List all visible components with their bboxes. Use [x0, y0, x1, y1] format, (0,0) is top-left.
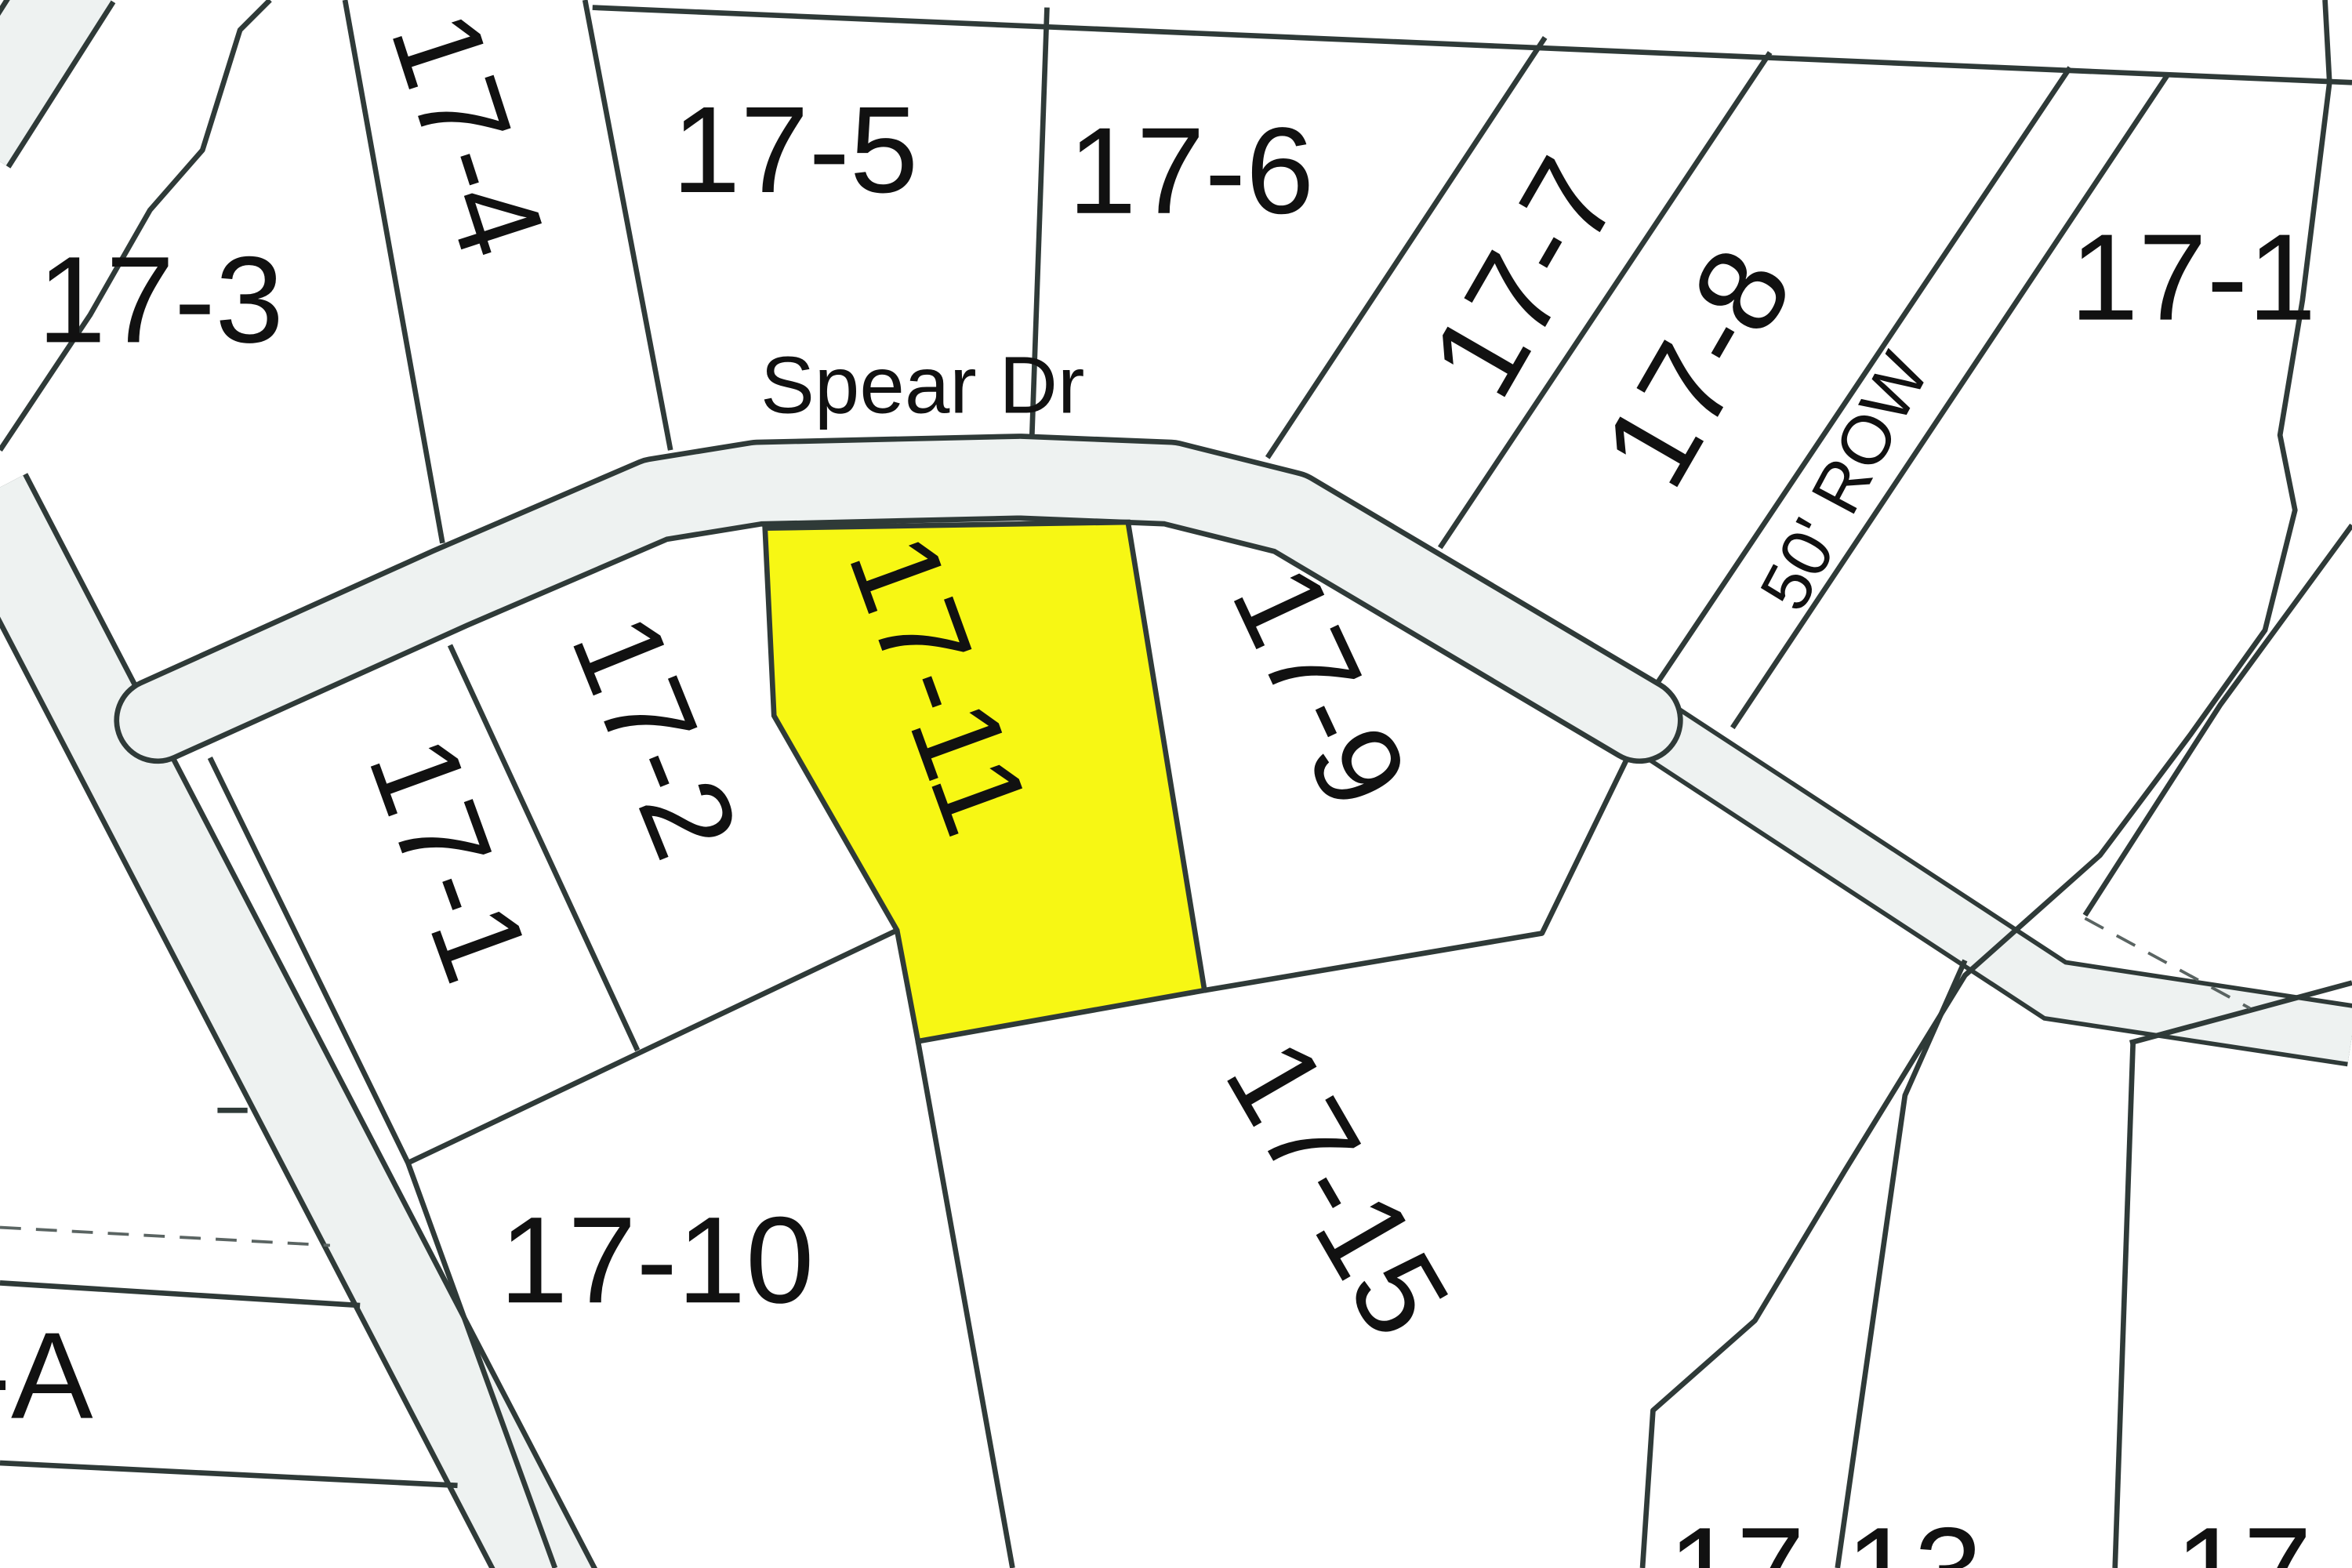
label-17-13[interactable]: 17-13 — [1668, 1502, 1983, 1568]
street-label-spear-dr: Spear Dr — [760, 339, 1084, 430]
label-17-5[interactable]: 17-5 — [672, 82, 918, 219]
label-17-right[interactable]: 17 — [2175, 1502, 2312, 1568]
label-17-6[interactable]: 17-6 — [1068, 103, 1314, 240]
label-17-15[interactable]: 17-15 — [1200, 1018, 1475, 1359]
corner-road — [0, 0, 111, 166]
label-17-8[interactable]: 17-8 — [1577, 227, 1819, 509]
label-17-3[interactable]: 17-3 — [38, 231, 284, 368]
row-road — [1628, 697, 2352, 1062]
label-50-row: 50' ROW — [1744, 340, 1944, 622]
label-17-1x[interactable]: 17-1 — [2070, 209, 2316, 347]
main-road — [0, 475, 592, 1568]
label-17-1[interactable]: 17-1 — [343, 720, 556, 998]
label-a[interactable]: -A — [0, 1308, 93, 1445]
label-17-4[interactable]: 17-4 — [365, 0, 571, 273]
label-17-10[interactable]: 17-10 — [499, 1192, 814, 1329]
label-17-2[interactable]: 17-2 — [546, 597, 765, 877]
label-17-7[interactable]: 17-7 — [1404, 136, 1646, 419]
spear-dr-road — [119, 438, 1678, 759]
